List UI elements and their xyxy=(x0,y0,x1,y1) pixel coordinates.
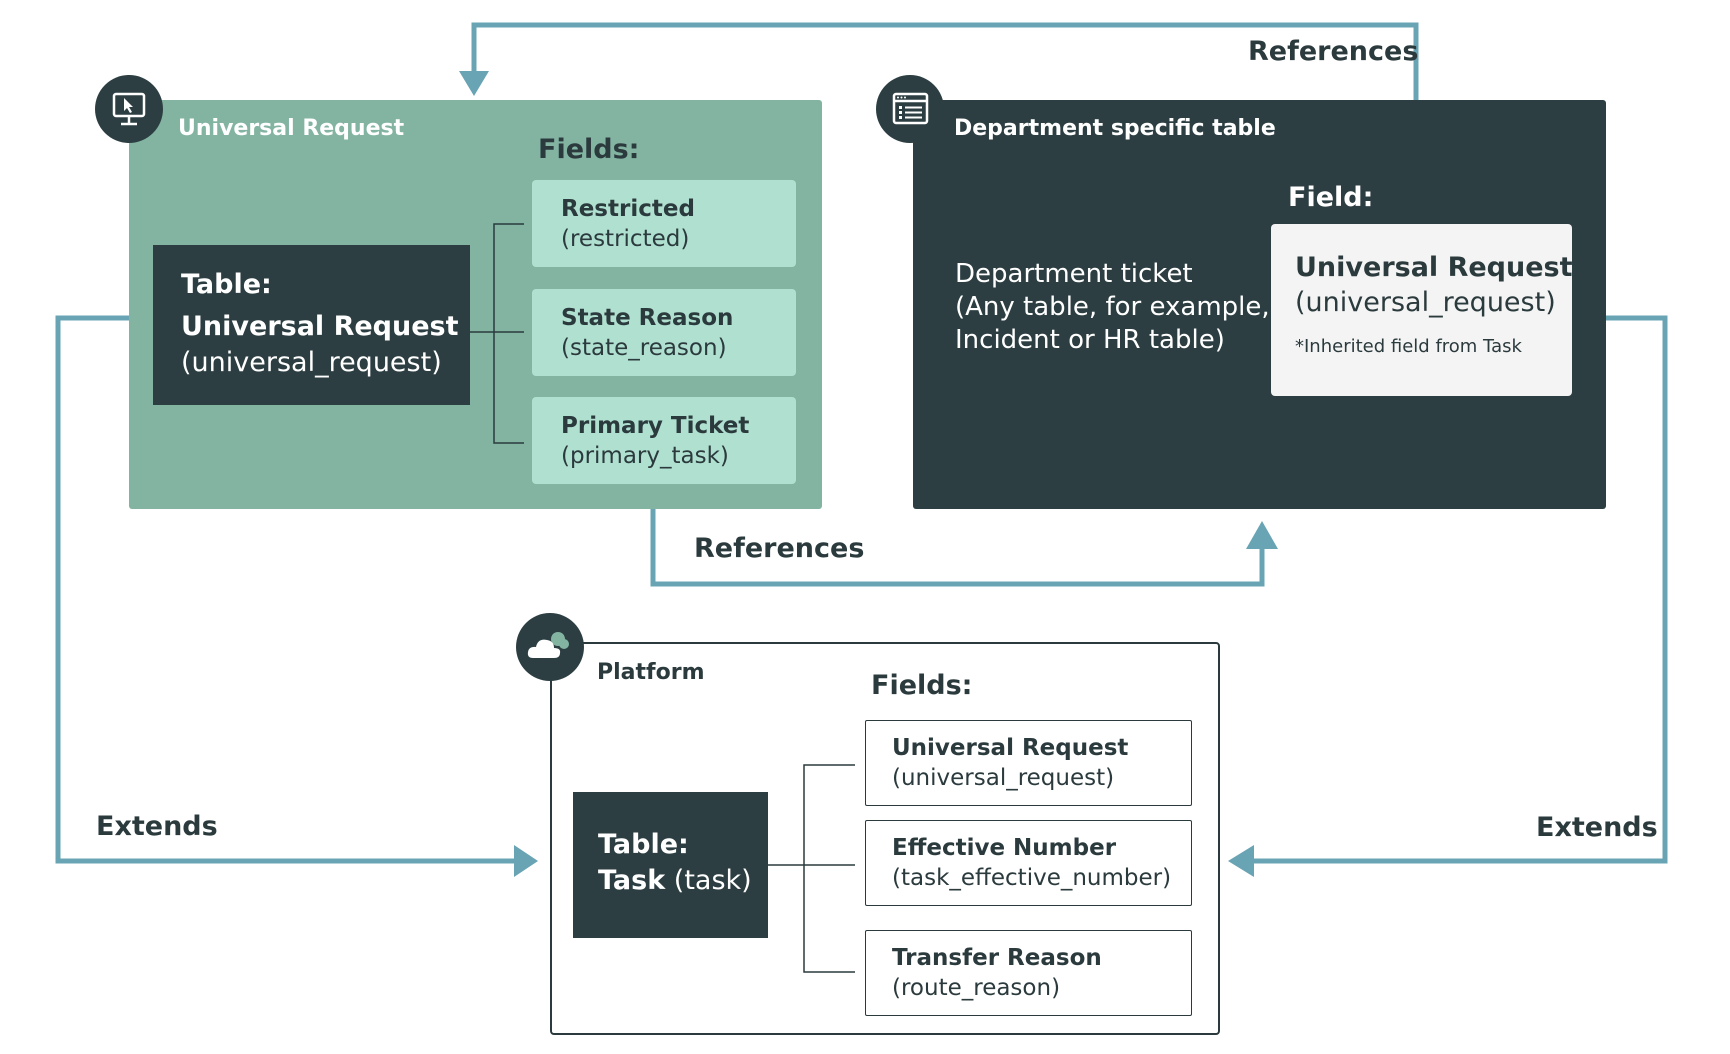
table-code: (universal_request) xyxy=(181,347,442,378)
department-panel-title: Department specific table xyxy=(954,116,1276,141)
department-description-line: Incident or HR table) xyxy=(955,325,1225,355)
field-card-restricted: Restricted (restricted) xyxy=(532,180,796,267)
field-name: Transfer Reason xyxy=(892,945,1102,971)
platform-fields-heading: Fields: xyxy=(871,670,973,701)
references-top-label: References xyxy=(1248,36,1419,67)
field-card-transfer-reason: Transfer Reason (route_reason) xyxy=(865,930,1192,1016)
references-middle-arrowhead xyxy=(1246,521,1278,549)
extends-left-arrowhead xyxy=(514,845,538,877)
field-card-universal-request: Universal Request (universal_request) xyxy=(865,720,1192,806)
field-code: (state_reason) xyxy=(561,335,727,361)
extends-right-label: Extends xyxy=(1536,812,1658,843)
department-field-heading: Field: xyxy=(1288,182,1374,213)
field-card-state-reason: State Reason (state_reason) xyxy=(532,289,796,376)
field-code: (restricted) xyxy=(561,226,690,252)
field-card-effective-number: Effective Number (task_effective_number) xyxy=(865,820,1192,906)
extends-right-line xyxy=(1254,315,1668,864)
universal-request-table-box: Table: Universal Request (universal_requ… xyxy=(153,245,470,405)
field-name: Effective Number xyxy=(892,835,1117,861)
extends-left-label: Extends xyxy=(96,811,218,842)
inherited-field-code: (universal_request) xyxy=(1295,287,1556,318)
table-list-icon xyxy=(876,75,944,143)
references-top-arrowhead xyxy=(459,71,489,96)
field-code: (task_effective_number) xyxy=(892,865,1172,891)
field-code: (universal_request) xyxy=(892,765,1115,791)
platform-panel-title: Platform xyxy=(597,660,705,685)
field-code: (primary_task) xyxy=(561,443,729,469)
field-card-primary-ticket: Primary Ticket (primary_task) xyxy=(532,397,796,484)
field-name: State Reason xyxy=(561,305,734,331)
field-name: Restricted xyxy=(561,196,695,222)
inherited-field-note: *Inherited field from Task xyxy=(1295,336,1522,357)
field-name: Primary Ticket xyxy=(561,413,750,439)
inherited-field-name: Universal Request xyxy=(1295,252,1573,283)
table-name-line: Task (task) xyxy=(598,863,768,899)
computer-cursor-icon xyxy=(95,75,163,143)
department-description-line: Department ticket xyxy=(955,259,1193,289)
table-name: Task xyxy=(598,865,666,896)
field-name: Universal Request xyxy=(892,735,1129,761)
department-description-line: (Any table, for example, xyxy=(955,292,1270,322)
department-description: Department ticket (Any table, for exampl… xyxy=(955,258,1270,357)
table-code: (task) xyxy=(673,865,752,896)
inherited-field-card: Universal Request (universal_request) *I… xyxy=(1271,224,1573,396)
table-name: Universal Request xyxy=(181,311,459,342)
references-middle-label: References xyxy=(694,533,865,564)
references-middle-line xyxy=(650,483,1265,587)
field-code: (route_reason) xyxy=(892,975,1061,1001)
cloud-icon xyxy=(516,613,584,681)
extends-left-line xyxy=(55,315,518,864)
task-table-box: Table: Task (task) xyxy=(573,792,768,938)
universal-request-fields-heading: Fields: xyxy=(538,134,640,165)
table-label: Table: xyxy=(181,269,272,300)
extends-right-arrowhead xyxy=(1228,845,1254,877)
table-label: Table: xyxy=(598,829,689,860)
universal-request-panel-title: Universal Request xyxy=(178,116,405,141)
